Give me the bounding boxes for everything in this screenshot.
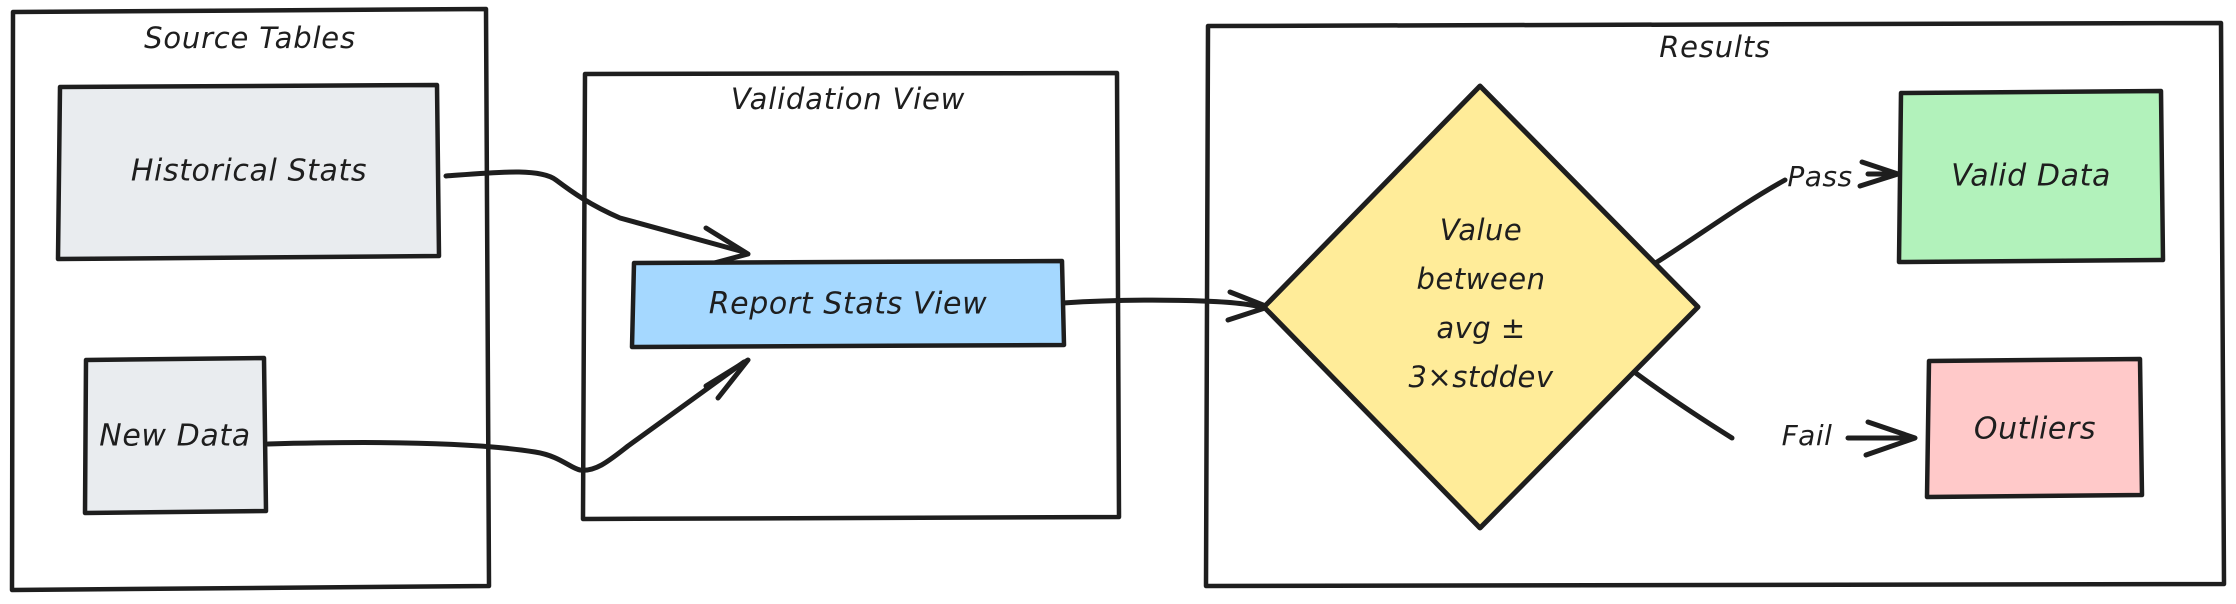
validation-view-frame (580, 70, 1122, 522)
decision-line-4: 3×stddev (1408, 360, 1553, 394)
historical-stats-box (55, 82, 442, 262)
edge-pass-line (1651, 177, 1788, 267)
group-source-tables[interactable]: Source Tables (9, 6, 492, 593)
source-tables-title: Source Tables (144, 21, 356, 55)
historical-stats-label: Historical Stats (131, 154, 367, 189)
results-frame (1203, 20, 2227, 589)
new-data-label: New Data (99, 419, 250, 454)
node-valid-data[interactable]: Valid Data (1896, 88, 2166, 265)
outliers-box (1924, 356, 2145, 500)
group-validation-view[interactable]: Validation View (580, 70, 1122, 522)
edge-report-decision-line (1060, 297, 1267, 310)
node-outliers[interactable]: Outliers (1924, 356, 2145, 500)
edge-newdata-to-report[interactable] (265, 357, 751, 473)
report-stats-view-label: Report Stats View (709, 287, 988, 322)
edge-newdata-line (265, 359, 747, 473)
outliers-label: Outliers (1974, 412, 2096, 447)
edge-decision-to-valid[interactable]: Pass (1651, 159, 1901, 267)
node-decision[interactable]: Value between avg ± 3×stddev (1261, 83, 1701, 531)
report-stats-view-box (629, 258, 1067, 350)
valid-data-box (1896, 88, 2166, 265)
source-tables-frame (9, 6, 492, 593)
validation-view-title: Validation View (731, 82, 965, 116)
node-historical-stats[interactable]: Historical Stats (55, 82, 442, 262)
edge-historical-to-report[interactable] (443, 169, 751, 269)
decision-line-1: Value (1440, 213, 1523, 247)
node-report-stats-view[interactable]: Report Stats View (629, 258, 1067, 350)
decision-line-3: avg ± (1436, 311, 1525, 345)
edge-fail-line (1626, 365, 1735, 441)
edge-historical-line (443, 169, 747, 255)
node-new-data[interactable]: New Data (82, 355, 269, 516)
results-title: Results (1659, 30, 1771, 64)
edge-decision-to-outliers[interactable]: Fail (1626, 365, 1918, 458)
edge-newdata-arrowhead (703, 357, 751, 401)
decision-diamond (1261, 83, 1701, 531)
valid-data-label: Valid Data (1951, 159, 2111, 194)
edge-pass-label: Pass (1787, 160, 1852, 193)
edge-fail-arrowhead (1863, 419, 1918, 458)
edge-report-to-decision[interactable] (1060, 289, 1271, 323)
group-results[interactable]: Results (1203, 20, 2227, 589)
new-data-box (82, 355, 269, 516)
decision-line-2: between (1417, 262, 1546, 296)
edge-fail-label: Fail (1782, 419, 1833, 452)
